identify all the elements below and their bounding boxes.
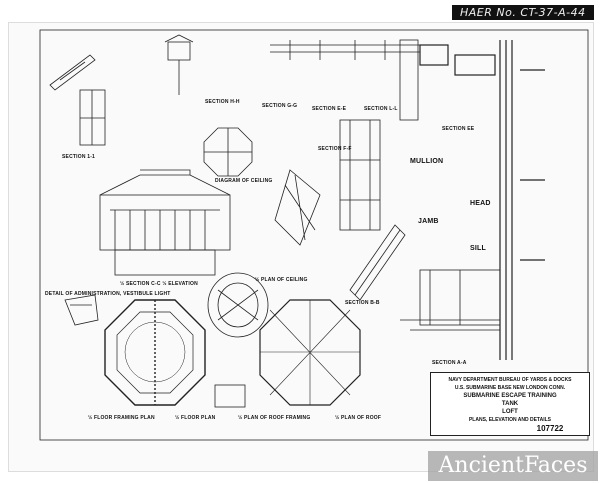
label-diagram-ceiling: DIAGRAM OF CEILING [215,178,273,184]
middle-sections [339,119,406,301]
label-section-h-h: SECTION H-H [205,99,240,105]
label-section-1-1: SECTION 1-1 [62,154,96,160]
label-floor-plan: ½ FLOOR PLAN [175,415,216,421]
section-1-1-drawing [79,89,106,146]
drawing-border [39,29,589,441]
elevation-drawing [99,169,231,276]
label-section-c-elevation: ½ SECTION C-C ½ ELEVATION [120,281,198,287]
title-block: NAVY DEPARTMENT BUREAU OF YARDS & DOCKS … [430,372,590,436]
title-project: SUBMARINE ESCAPE TRAINING [463,393,557,399]
label-section-a-a: SECTION A-A [432,360,467,366]
label-section-l-l: SECTION L-L [364,106,398,112]
label-section-ee: SECTION EE [442,126,475,132]
diamond-plan [274,169,321,246]
label-plan-ceiling: ½ PLAN OF CEILING [255,277,308,283]
top-beam-sections [270,39,420,121]
sill-detail [400,269,501,331]
window-details [419,40,545,360]
label-sill: SILL [470,245,486,252]
label-jamb: JAMB [418,218,439,225]
haer-number: HAER No. CT-37-A-44 [452,5,594,20]
floor-detail-small [64,294,99,326]
octagon-small [203,127,253,177]
label-detail-ornament: DETAIL OF ADMINISTRATION, VESTIBULE LIGH… [45,291,171,297]
label-mullion: MULLION [410,158,444,165]
title-dept: NAVY DEPARTMENT BUREAU OF YARDS & DOCKS [448,377,572,383]
label-section-g-g: SECTION G-G [262,103,298,109]
roof-plan-octagon [259,299,361,406]
title-sheet: LOFT [502,409,518,415]
title-base: U.S. SUBMARINE BASE NEW LONDON CONN. [454,385,566,391]
misc-detail [214,384,246,408]
drawing-number: 107722 [536,424,564,433]
watermark: AncientFaces [428,451,598,481]
label-head: HEAD [470,200,491,207]
title-subtitle: PLANS, ELEVATION AND DETAILS [468,417,552,423]
title-project-2: TANK [501,401,519,407]
label-section-e-e: SECTION E-E [312,106,347,112]
ceiling-plan [207,272,269,338]
label-roof-plan: ½ PLAN OF ROOF [335,415,382,421]
label-roof-framing-plan: ½ PLAN OF ROOF FRAMING [238,415,311,421]
label-section-f-f: SECTION F-F [318,146,352,152]
roof-detail [49,54,96,91]
cupola-detail [164,34,194,95]
floor-plan-octagon [104,299,206,406]
label-section-b-b: SECTION B-B [345,300,380,306]
label-floor-framing-plan: ½ FLOOR FRAMING PLAN [88,415,155,421]
